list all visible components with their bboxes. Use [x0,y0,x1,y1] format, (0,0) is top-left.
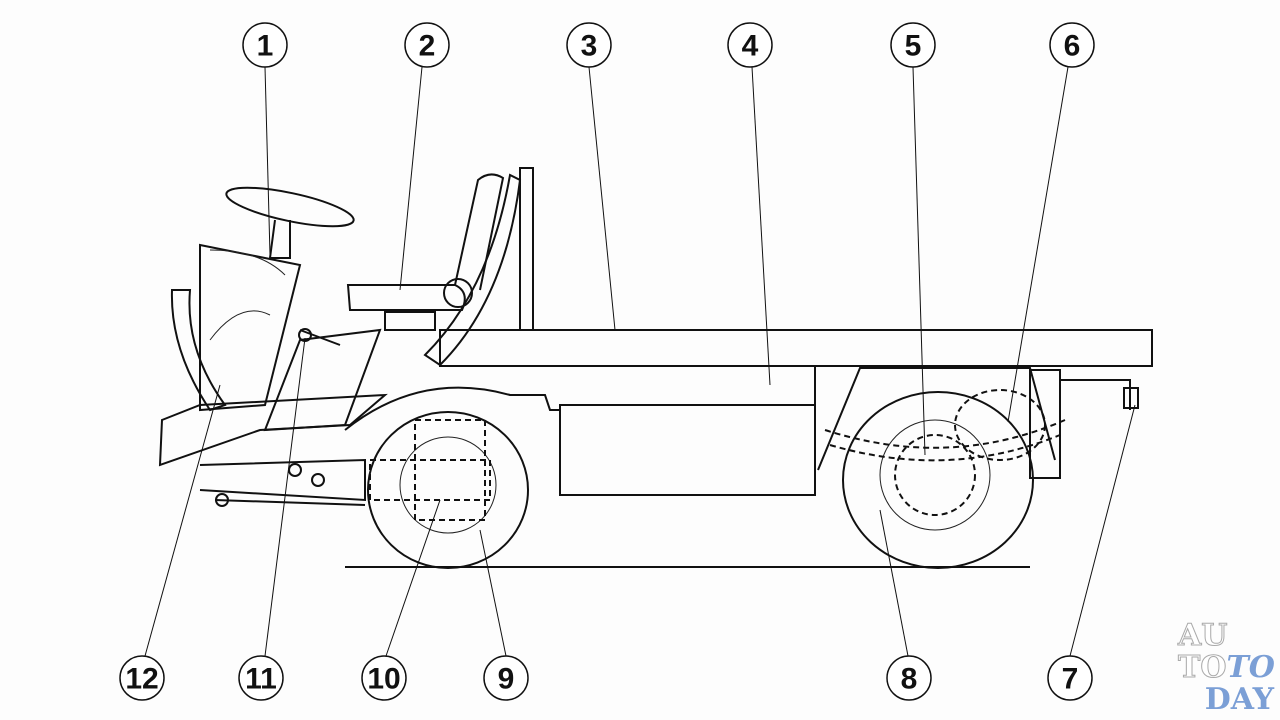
callout-label: 3 [581,30,598,63]
callout-2: 2 [404,22,450,68]
callout-label: 4 [742,30,759,63]
callout-5: 5 [890,22,936,68]
callout-label: 1 [257,30,274,63]
seat [346,284,466,311]
steering-wheel [225,186,355,228]
callout-7: 7 [1047,655,1093,701]
callout-3: 3 [566,22,612,68]
callout-8: 8 [886,655,932,701]
vehicle-drawing [158,167,1153,569]
cargo-platform [439,329,1153,367]
callout-label: 8 [901,663,918,696]
callout-12: 12 [119,655,165,701]
tow-hitch [1060,379,1131,410]
rear-fender [817,367,1056,471]
logo-text: DAY [1204,682,1274,717]
callout-6: 6 [1049,22,1095,68]
autotoday-watermark-logo: AU TOTO DAY [1164,618,1275,717]
chassis [344,366,816,496]
tie-rod [214,499,366,506]
front-bumper [170,289,227,412]
rear-frame [519,167,534,330]
callout-label: 5 [905,30,922,63]
gear-housing [263,328,382,432]
logo-text: TO [1177,650,1227,685]
callout-label: 6 [1064,30,1081,63]
battery-box [559,404,816,496]
callout-label: 9 [498,663,515,696]
callout-9: 9 [483,655,529,701]
callout-1: 1 [242,22,288,68]
dashboard [199,243,302,412]
callout-label: 7 [1062,663,1079,696]
rear-wheel [842,391,1034,569]
callout-11: 11 [238,655,284,701]
drive-chain [824,419,1066,449]
callout-label: 11 [245,663,277,696]
callout-label: 12 [125,663,158,696]
leader-lines [144,66,1136,657]
callout-10: 10 [361,655,407,701]
callout-label: 10 [367,663,400,696]
front-wheel [367,411,529,569]
logo-text: AU [1177,618,1228,653]
callout-label: 2 [419,30,436,63]
callout-4: 4 [727,22,773,68]
logo-text: TO [1226,650,1275,685]
